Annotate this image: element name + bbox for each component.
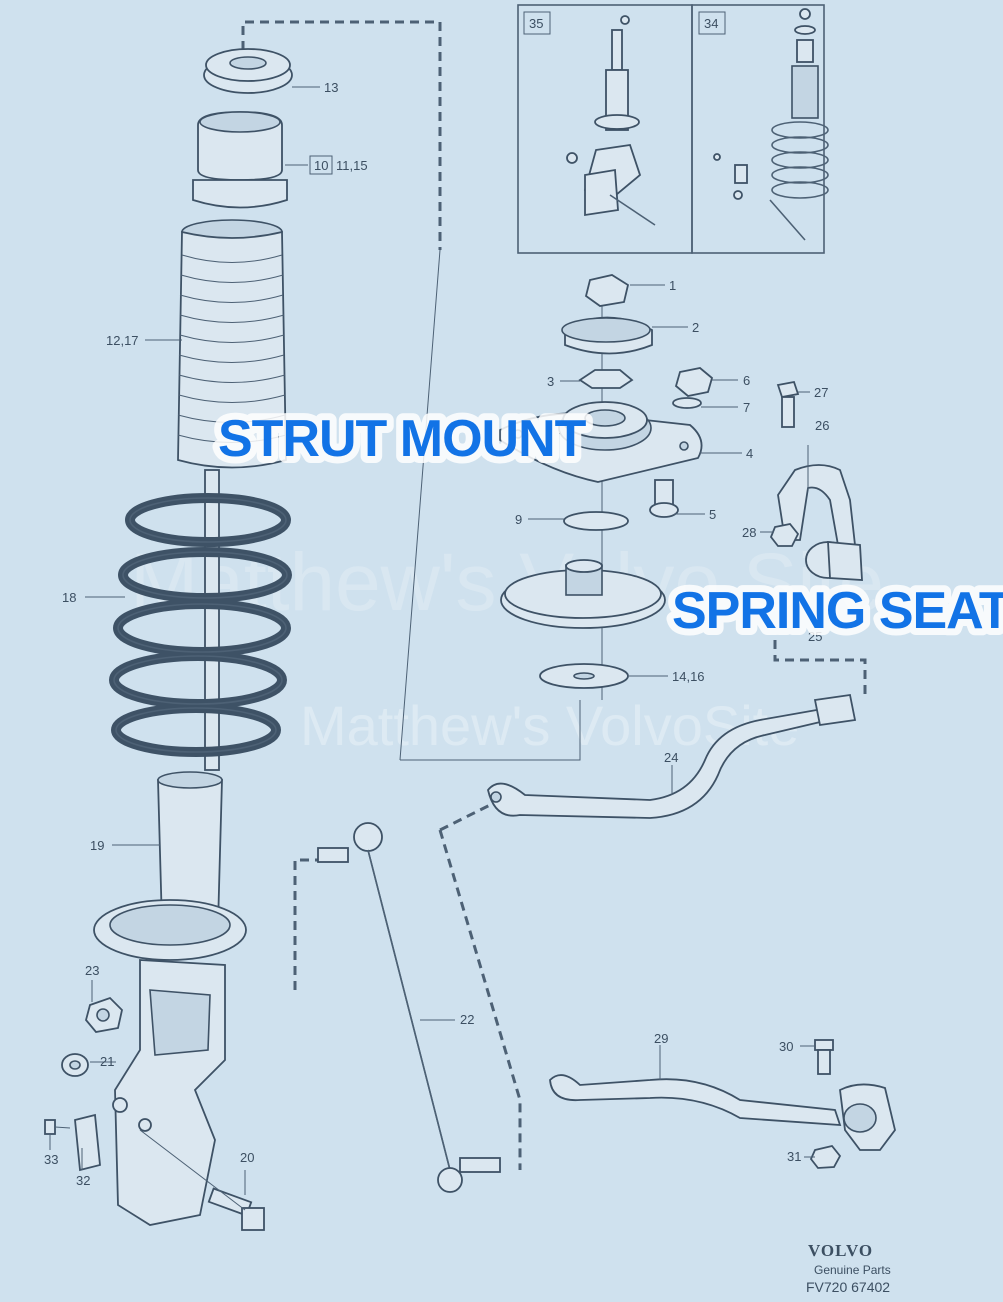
label-23: 23 <box>85 963 99 978</box>
strut-mount-label: STRUT MOUNT <box>218 410 587 468</box>
nut-1 <box>584 274 630 307</box>
label-6: 6 <box>743 373 750 388</box>
label-30: 30 <box>779 1039 793 1054</box>
label-24: 24 <box>664 750 678 765</box>
spring-seat-part <box>500 559 666 629</box>
label-14-16: 14,16 <box>672 669 705 684</box>
callout-spring-seat: SPRING SEAT SPRING SEAT <box>665 575 1003 647</box>
label-32: 32 <box>76 1173 90 1188</box>
label-25: 25 <box>808 629 822 644</box>
bolt-20 <box>207 1187 265 1231</box>
strut-mount-part-4 <box>499 401 703 483</box>
svg-text:34: 34 <box>704 16 718 31</box>
label-3: 3 <box>547 374 554 389</box>
brand-subtitle: Genuine Parts <box>814 1263 891 1277</box>
label-19: 19 <box>90 838 104 853</box>
label-33: 33 <box>44 1152 58 1167</box>
label-27: 27 <box>814 385 828 400</box>
label-22: 22 <box>460 1012 474 1027</box>
stabilizer-parts <box>317 380 896 1193</box>
brand-name: VOLVO <box>808 1241 873 1260</box>
label-7: 7 <box>743 400 750 415</box>
spacer-3 <box>578 369 634 389</box>
label-11-15: 11,15 <box>336 158 368 173</box>
svg-text:SPRING SEAT: SPRING SEAT <box>672 582 1003 640</box>
label-12-17: 12,17 <box>106 333 139 348</box>
label-28: 28 <box>742 525 756 540</box>
spring-seat-label: SPRING SEAT <box>672 582 1003 640</box>
label-1: 1 <box>669 278 676 293</box>
label-29: 29 <box>654 1031 668 1046</box>
leader-lines <box>49 86 815 1195</box>
label-10: 10 <box>314 158 328 173</box>
label-5: 5 <box>709 507 716 522</box>
label-4: 4 <box>746 446 753 461</box>
inset-box-35: 35 <box>517 4 693 254</box>
label-18: 18 <box>62 590 76 605</box>
dust-boot <box>177 219 287 469</box>
brand-block: VOLVO Genuine Parts FV720 67402 <box>806 1241 891 1295</box>
callout-strut-mount: STRUT MOUNT STRUT MOUNT <box>211 403 595 475</box>
svg-text:35: 35 <box>529 16 543 31</box>
label-2: 2 <box>692 320 699 335</box>
part-numbers: 13 10 11,15 12,17 18 19 20 21 22 23 32 3… <box>44 80 829 1188</box>
svg-text:STRUT MOUNT: STRUT MOUNT <box>218 410 587 468</box>
label-26: 26 <box>815 418 829 433</box>
label-21: 21 <box>100 1054 114 1069</box>
part-code: FV720 67402 <box>806 1279 890 1295</box>
label-13: 13 <box>324 80 338 95</box>
inset-box-34: 34 <box>691 4 829 254</box>
label-20: 20 <box>240 1150 254 1165</box>
label-9: 9 <box>515 512 522 527</box>
strut-assembly-left <box>44 48 293 1231</box>
label-31: 31 <box>787 1149 801 1164</box>
